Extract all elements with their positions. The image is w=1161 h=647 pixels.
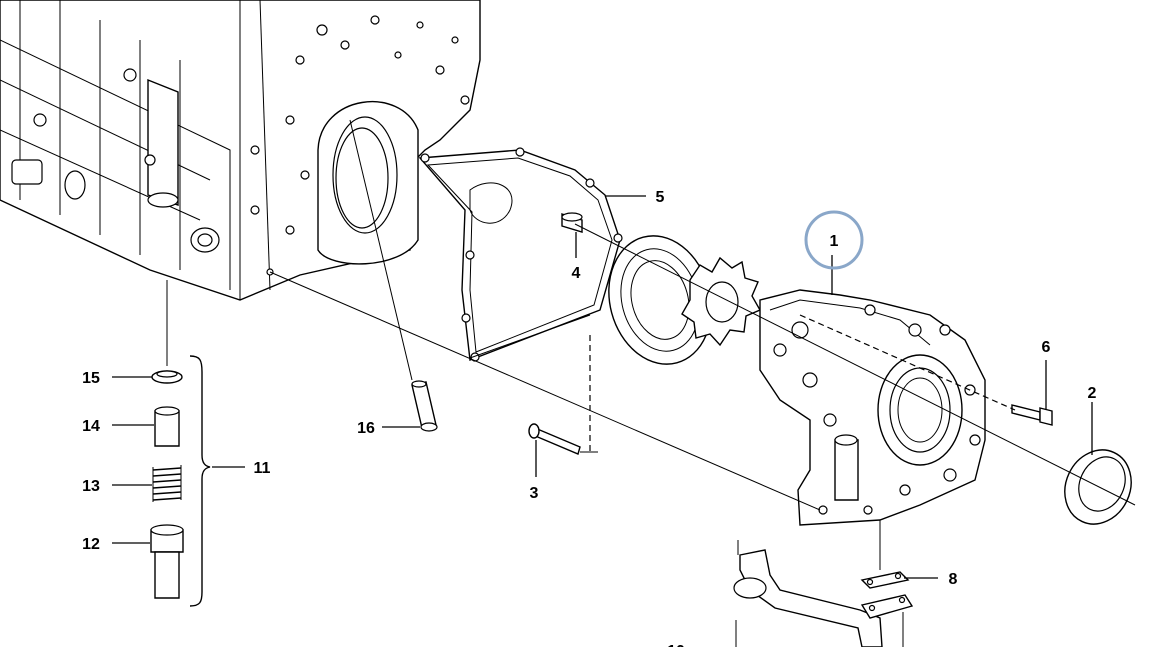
dowel-pin-part-4 — [561, 212, 583, 233]
engine-block — [0, 0, 481, 301]
gear-seal-ring — [608, 235, 712, 365]
gasket-part-5 — [418, 147, 623, 362]
oil-pickup-tube — [733, 549, 883, 647]
callout-11[interactable]: 11 — [254, 460, 271, 477]
screw-part-3 — [528, 423, 581, 455]
callout-3[interactable]: 3 — [530, 485, 539, 502]
callout-13[interactable]: 13 — [82, 478, 100, 495]
gear-inner-rotor — [681, 256, 761, 347]
pickup-flange — [860, 594, 914, 619]
relief-valve-washer-part-15 — [151, 370, 183, 384]
bolt-part-6 — [1011, 404, 1053, 426]
oil-seal-part-2 — [1064, 449, 1132, 525]
relief-valve-spring-part-13 — [152, 465, 182, 502]
callout-5[interactable]: 5 — [656, 189, 665, 206]
group-bracket-11 — [189, 355, 211, 607]
callout-16[interactable]: 16 — [357, 420, 375, 437]
highlight-ring-callout-1 — [804, 210, 864, 270]
callout-6[interactable]: 6 — [1042, 339, 1051, 356]
pin-part-16 — [411, 380, 438, 432]
callout-12[interactable]: 12 — [82, 536, 100, 553]
callout-1[interactable]: 1 — [830, 233, 839, 250]
callout-4[interactable]: 4 — [572, 265, 581, 282]
relief-valve-plug-part-14 — [154, 406, 180, 447]
relief-valve-piston-part-12 — [150, 524, 184, 599]
callout-15[interactable]: 15 — [82, 370, 100, 387]
callout-14[interactable]: 14 — [82, 418, 100, 435]
callout-8[interactable]: 8 — [949, 571, 958, 588]
flange-gasket-part-8 — [860, 571, 910, 589]
oil-pump-housing-part-1 — [759, 289, 986, 526]
callout-leaders — [112, 195, 1093, 579]
callout-2[interactable]: 2 — [1088, 385, 1097, 402]
assembly-center-lines — [269, 119, 1136, 511]
callout-10[interactable]: 10 — [667, 643, 685, 647]
